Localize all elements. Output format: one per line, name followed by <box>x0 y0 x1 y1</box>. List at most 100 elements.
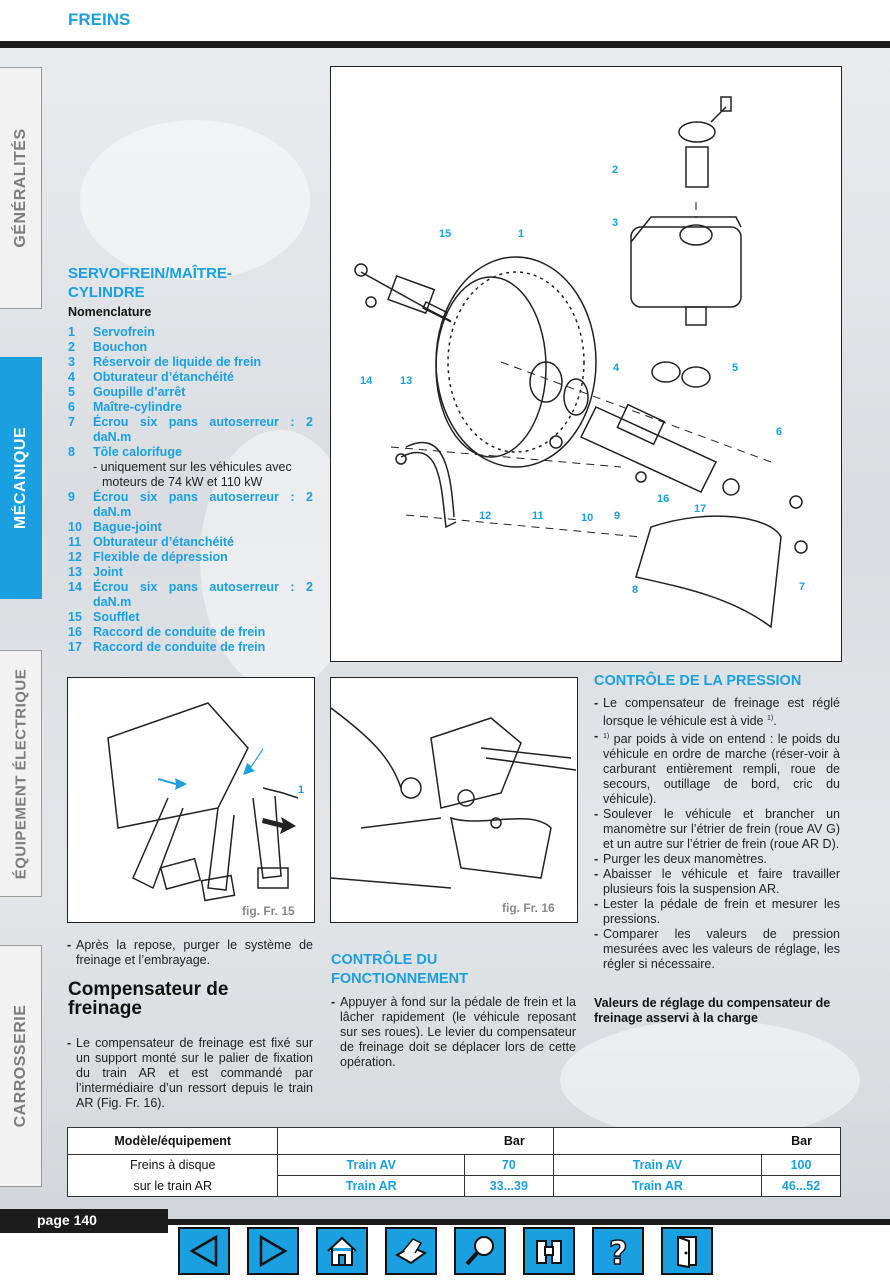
list-item: -Soulever le véhicule et brancher un man… <box>594 807 840 852</box>
item-number: 14 <box>68 580 82 594</box>
item-number: 10 <box>68 520 82 534</box>
item-number: 6 <box>68 400 75 414</box>
item-number: 11 <box>68 535 82 549</box>
table-cell: 100 <box>761 1154 841 1176</box>
figure-caption: fig. Fr. 16 <box>502 901 555 915</box>
list-item: -Purger les deux manomètres. <box>594 852 767 867</box>
table-cell: Freins à disque <box>66 1154 279 1176</box>
bullet-text: Lester la pédale de frein et mesurer les… <box>603 897 840 927</box>
list-item: -Abaisser le véhicule et faire travaille… <box>594 867 840 897</box>
arrow-left-icon <box>189 1234 218 1268</box>
bullet-text: Soulever le véhicule et brancher un mano… <box>603 807 840 852</box>
item-subtext: - uniquement sur les véhicules avec mote… <box>93 460 292 489</box>
arrow-right-icon <box>259 1234 288 1268</box>
list-item: -Après la repose, purger le système de f… <box>67 938 313 967</box>
exit-button[interactable] <box>661 1227 713 1275</box>
table-cell: 46...52 <box>761 1175 841 1197</box>
find-button[interactable] <box>523 1227 575 1275</box>
table-header: Bar <box>277 1127 554 1155</box>
item-number: 1 <box>68 325 75 339</box>
table-cell: Train AV <box>277 1154 465 1176</box>
section-title-pression: CONTRÔLE DE LA PRESSION <box>594 673 802 689</box>
tab-label: GÉNÉRALITÉS <box>11 128 29 248</box>
list-item: 12 Flexible de dépression <box>68 550 313 565</box>
tab-equipement-electrique[interactable]: ÉQUIPEMENT ÉLECTRIQUE <box>0 650 42 897</box>
bullet-text: Après la repose, purger le système de fr… <box>76 938 313 967</box>
diagram-label: 8 <box>632 584 639 596</box>
item-text: Joint <box>93 565 123 579</box>
item-number: 2 <box>68 340 75 354</box>
search-icon <box>465 1236 494 1266</box>
nomenclature-heading: Nomenclature <box>68 305 152 319</box>
table-cell: Train AR <box>277 1175 465 1197</box>
item-text: Écrou six pans autoserreur : 2 daN.m <box>93 580 313 609</box>
tab-mecanique[interactable]: MÉCANIQUE <box>0 357 42 599</box>
diagram-label: 7 <box>799 581 806 593</box>
diagram-label: 17 <box>694 503 707 515</box>
footer-bar <box>0 1219 890 1225</box>
title-line: FONCTIONNEMENT <box>331 971 468 987</box>
item-number: 16 <box>68 625 82 639</box>
list-item: 13 Joint <box>68 565 313 580</box>
bullet-text: Appuyer à fond sur la pédale de frein et… <box>340 995 576 1069</box>
tab-generalites[interactable]: GÉNÉRALITÉS <box>0 67 42 309</box>
tab-label: MÉCANIQUE <box>11 426 29 530</box>
item-number: 5 <box>68 385 75 399</box>
list-item: 1 Servofrein <box>68 325 313 340</box>
item-text: Raccord de conduite de frein <box>93 625 266 639</box>
item-text: Servofrein <box>93 325 155 339</box>
pedal-assembly-drawing <box>107 702 299 902</box>
svg-text:?: ? <box>609 1234 628 1269</box>
diagram-label: 10 <box>581 512 594 524</box>
home-button[interactable] <box>316 1227 368 1275</box>
figure-fr-16: fig. Fr. 16 <box>330 677 578 923</box>
bullet-text: Le compensateur de freinage est réglé lo… <box>603 696 840 729</box>
item-text: Écrou six pans autoserreur : 2 daN.m <box>93 490 313 519</box>
table-header: Modèle/équipement <box>66 1127 279 1155</box>
background-shape <box>80 120 310 280</box>
item-number: 13 <box>68 565 82 579</box>
diagram-label: 5 <box>732 362 739 374</box>
next-page-button[interactable] <box>247 1227 299 1275</box>
arrow-indicator <box>158 778 187 790</box>
item-number: 12 <box>68 550 82 564</box>
diagram-label: 4 <box>613 362 620 374</box>
search-button[interactable] <box>454 1227 506 1275</box>
table-row: Freins à disque Train AV 70 Train AV 100 <box>66 1154 841 1176</box>
item-number: 9 <box>68 490 75 504</box>
title-line: CYLINDRE <box>68 284 145 301</box>
page-title: FREINS <box>68 10 131 29</box>
bullet-text: Purger les deux manomètres. <box>603 852 767 867</box>
list-item: -Appuyer à fond sur la pédale de frein e… <box>331 995 576 1069</box>
diagram-label: 2 <box>612 164 619 176</box>
item-text: Flexible de dépression <box>93 550 228 564</box>
table-cell: Train AR <box>552 1175 763 1197</box>
diagram-label: 1 <box>518 228 525 240</box>
item-text: Goupille d’arrêt <box>93 385 186 399</box>
bullet-text: Abaisser le véhicule et faire travailler… <box>603 867 840 897</box>
help-button[interactable]: ? <box>592 1227 644 1275</box>
table-cell: Train AV <box>552 1154 763 1176</box>
diagram-label: 11 <box>532 510 544 522</box>
print-button[interactable] <box>385 1227 437 1275</box>
tab-carrosserie[interactable]: CARROSSERIE <box>0 945 42 1187</box>
bullet-text: par poids à vide on entend : le poids du… <box>603 732 840 807</box>
printer-icon <box>394 1238 428 1265</box>
table-cell: 70 <box>463 1154 554 1176</box>
item-number: 7 <box>68 415 75 429</box>
title-line: CONTRÔLE DU <box>331 952 438 968</box>
list-item: -1) par poids à vide on entend : le poid… <box>594 729 840 807</box>
list-item: -Le compensateur de freinage est réglé l… <box>594 696 840 729</box>
previous-page-button[interactable] <box>178 1227 230 1275</box>
diagram-label: 12 <box>479 510 492 522</box>
figure-callout: 1 <box>298 784 305 796</box>
diagram-label: 15 <box>439 228 452 240</box>
footnote-mark: 1) <box>603 733 610 741</box>
title-line: SERVOFREIN/MAÎTRE- <box>68 265 232 282</box>
list-item: -Le compensateur de freinage est fixé su… <box>67 1036 313 1110</box>
